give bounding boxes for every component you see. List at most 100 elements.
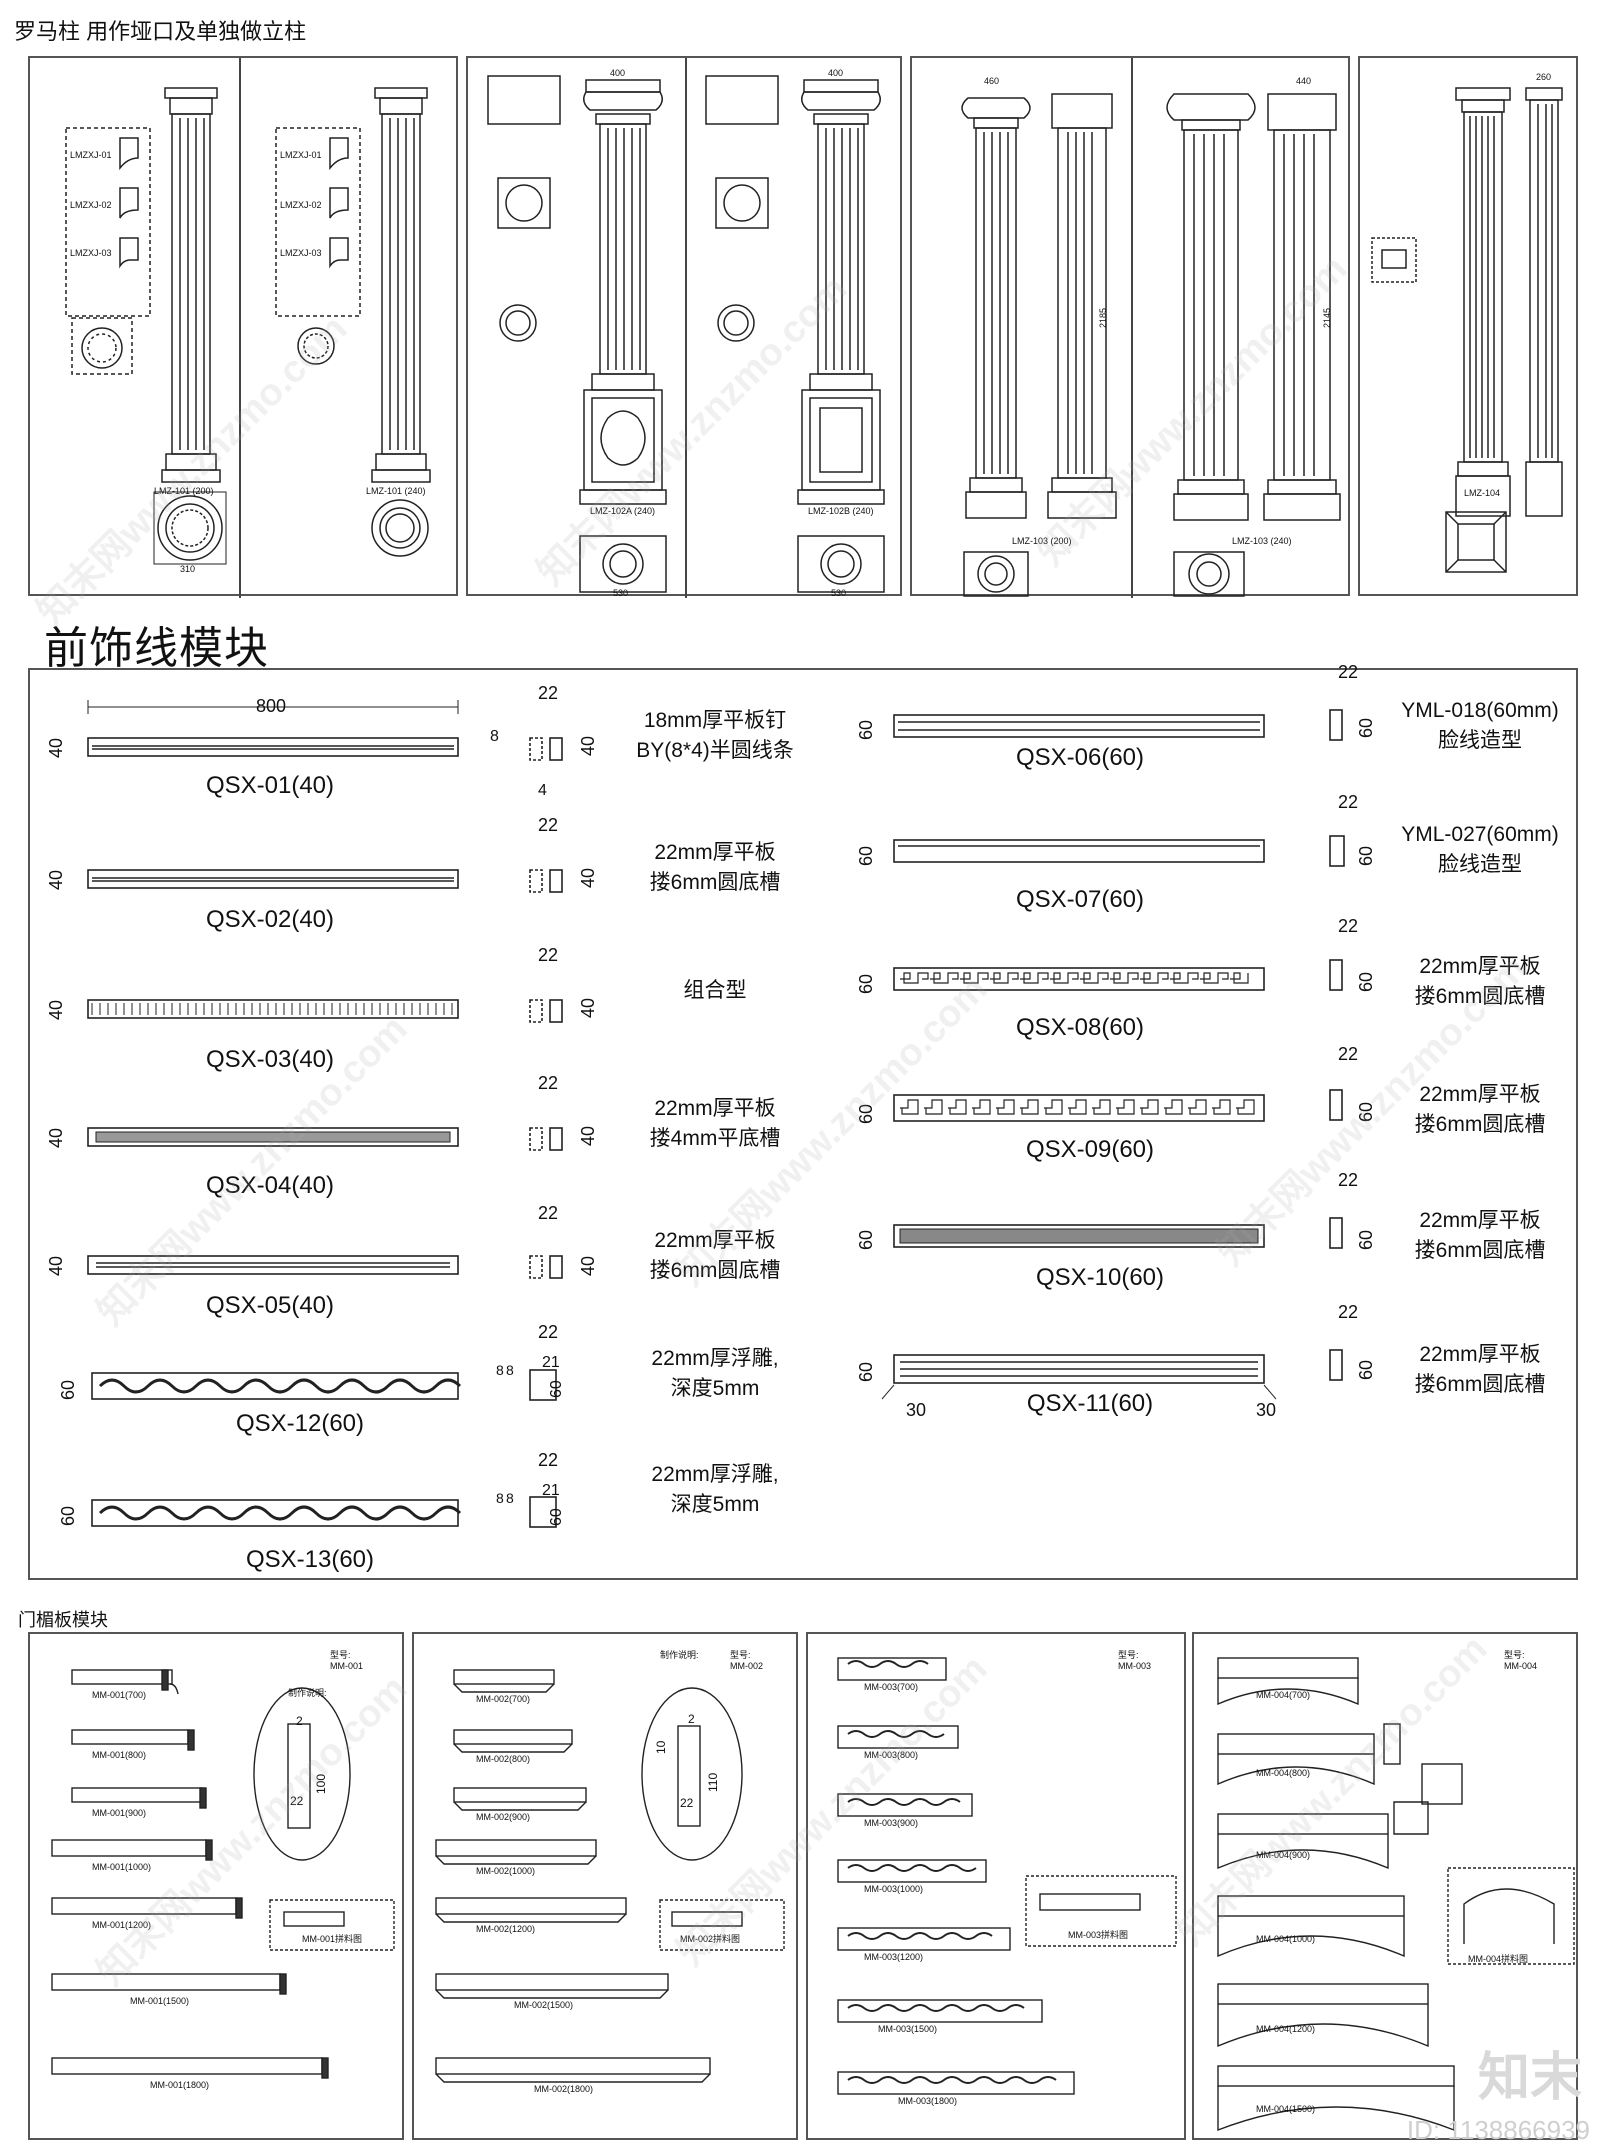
height-dim: 40 [46, 1127, 66, 1148]
lintel-panel-4: 型号:MM-004 MM-004(700) MM-004(800) MM-004… [1192, 1632, 1578, 2140]
moulding-code: QSX-09(60) [1025, 1136, 1155, 1163]
moulding-note: YML-018(60mm)脸线造型 [1401, 699, 1559, 752]
moulding-code: QSX-05(40) [205, 1292, 335, 1319]
moulding-code: QSX-10(60) [1035, 1264, 1165, 1291]
lintel-drawing-1 [51, 1669, 395, 2079]
moulding-code: QSX-02(40) [205, 906, 335, 933]
width-dim: 22 [1338, 1302, 1359, 1322]
column-label: LMZ-101 (200) [154, 486, 214, 496]
width-dim: 22 [538, 1203, 559, 1223]
section-title-lintels: 门楣板模块 [18, 1610, 108, 1630]
lintel-panel-2: 型号:MM-002 制作说明: MM-002(700) MM-002(800) … [412, 1632, 798, 2140]
lintel-size-label: MM-004(700) [1256, 1690, 1311, 1700]
series-type: 型号:MM-003 [1118, 1650, 1152, 1671]
lintel-size-label: MM-003(1200) [864, 1952, 924, 1962]
height-dim: 40 [578, 735, 598, 756]
lintel-size-label: MM-002(800) [476, 1754, 531, 1764]
lintel-drawing-3 [837, 1657, 1177, 2095]
moulding-code: QSX-13(60) [245, 1546, 375, 1573]
width-dim: 22 [538, 683, 559, 703]
small-dim: 8 [490, 728, 499, 745]
moulding-code: QSX-11(60) [1026, 1390, 1154, 1417]
height-dim: 40 [578, 997, 598, 1018]
moulding-note: 22mm厚平板搂6mm圆底槽 [1414, 1083, 1546, 1136]
section-dim: 100 [314, 1773, 328, 1794]
lintel-size-label: MM-001(800) [92, 1750, 147, 1760]
lintel-size-label: MM-002(1200) [476, 1924, 536, 1934]
height-dim: 60 [1356, 717, 1376, 738]
height-dim: 60 [1356, 1359, 1376, 1380]
column-panel-4: LMZ-104 260 [1358, 56, 1578, 596]
lintel-size-label: MM-002(900) [476, 1812, 531, 1822]
series-type: 型号:MM-004 [1504, 1650, 1538, 1671]
series-note: 制作说明: [288, 1688, 327, 1698]
moulding-note: YML-027(60mm)脸线造型 [1401, 823, 1559, 876]
moulding-code: QSX-04(40) [205, 1172, 335, 1199]
width-dim: 22 [1338, 1170, 1359, 1190]
column-dim: 460 [984, 76, 1000, 86]
column-dim: 310 [180, 564, 196, 574]
lintel-panel-1: 型号:MM-001 制作说明: MM-001(700) MM-001(800) … [28, 1632, 404, 2140]
lintel-size-label: MM-003(800) [864, 1750, 919, 1760]
height-dim: 60 [1356, 1101, 1376, 1122]
small-dim: 4 [538, 782, 547, 799]
lintel-size-label: MM-004(900) [1256, 1850, 1311, 1860]
lintel-size-label: MM-004(800) [1256, 1768, 1311, 1778]
column-drawing-3 [961, 58, 1341, 598]
moulding-note: 22mm厚平板搂6mm圆底槽 [649, 1229, 781, 1282]
height-dim: 60 [58, 1379, 78, 1400]
lintel-size-label: MM-003(1800) [898, 2096, 958, 2106]
column-label: LMZ-101 (240) [366, 486, 426, 496]
column-dim: 530 [831, 588, 847, 598]
moulding-code: QSX-01(40) [205, 772, 335, 799]
small-dim: 8 [496, 1362, 504, 1378]
height-dim: 40 [578, 1125, 598, 1146]
height-dim: 60 [548, 1508, 565, 1526]
image-id: ID: 1138866939 [1406, 2115, 1590, 2145]
height-dim: 60 [58, 1505, 78, 1526]
width-dim: 22 [1338, 792, 1359, 812]
column-label: LMZ-103 (240) [1232, 536, 1292, 546]
column-dim: 530 [613, 588, 629, 598]
moulding-note: 22mm厚平板搂6mm圆底槽 [1414, 955, 1546, 1008]
section-dim: 10 [654, 1740, 668, 1754]
height-dim: 60 [856, 719, 876, 740]
width-dim: 22 [1338, 662, 1359, 682]
callout-label: MM-002拼料图 [680, 1934, 741, 1944]
moulding-note: 22mm厚平板搂6mm圆底槽 [1414, 1343, 1546, 1396]
height-dim: 40 [578, 1255, 598, 1276]
width-dim: 22 [538, 1450, 559, 1470]
height-dim: 40 [46, 1255, 66, 1276]
moulding-code: QSX-08(60) [1015, 1014, 1145, 1041]
column-dim: 400 [610, 68, 626, 78]
moulding-note: 22mm厚浮雕,深度5mm [651, 1347, 779, 1400]
column-profile-label: LMZXJ-02 [280, 200, 322, 210]
series-note: 制作说明: [660, 1650, 699, 1660]
moulding-code: QSX-07(60) [1015, 886, 1145, 913]
callout-label: MM-001拼料图 [302, 1934, 363, 1944]
lintel-size-label: MM-004(1200) [1256, 2024, 1316, 2034]
column-profile-label: LMZXJ-03 [70, 248, 112, 258]
column-profile-label: LMZXJ-01 [280, 150, 322, 160]
lintel-panel-3: 型号:MM-003 MM-003(700) MM-003(800) MM-003… [806, 1632, 1186, 2140]
column-drawing-1 [65, 58, 431, 598]
lintel-drawing-4 [1217, 1657, 1575, 2132]
section-dim: 22 [680, 1796, 694, 1810]
corner-dim: 30 [906, 1400, 927, 1420]
lintel-size-label: MM-003(900) [864, 1818, 919, 1828]
column-drawing-4 [1371, 87, 1563, 573]
column-panel-3: LMZ-103 (200) LMZ-103 (240) 460 440 2185… [910, 56, 1350, 598]
width-dim: 22 [538, 1322, 559, 1342]
section-title-columns: 罗马柱 用作垭口及单独做立柱 [14, 19, 307, 44]
height-dim: 40 [46, 999, 66, 1020]
lintel-size-label: MM-002(700) [476, 1694, 531, 1704]
column-dim: 400 [828, 68, 844, 78]
brand-logo: 知末 [1477, 2049, 1582, 2107]
lintel-drawing-2 [435, 1669, 785, 2083]
lintel-size-label: MM-001(1800) [150, 2080, 210, 2090]
moulding-note: 22mm厚平板搂4mm平底槽 [649, 1097, 781, 1150]
moulding-code: QSX-06(60) [1015, 744, 1145, 771]
height-dim: 60 [856, 1361, 876, 1382]
column-panel-1: LMZXJ-01 LMZXJ-02 LMZXJ-03 LMZXJ-01 LMZX… [28, 56, 458, 598]
lintel-size-label: MM-003(1000) [864, 1884, 924, 1894]
